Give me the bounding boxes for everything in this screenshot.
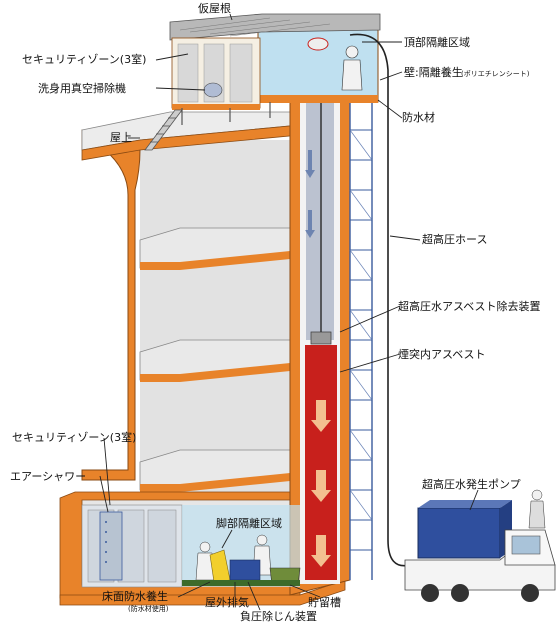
security-zone-bottom-rooms	[81, 504, 183, 588]
top-isolation-room	[257, 29, 379, 103]
worker-top-icon	[345, 45, 359, 59]
worker-bottom-1-icon	[199, 541, 211, 553]
label-air-shower: エアーシャワー	[10, 470, 86, 483]
label-asbestos-removal-device: 超高圧水アスベスト除去装置	[398, 299, 540, 313]
dust-collector-icon	[229, 559, 261, 581]
label-storage-tank: 貯留槽	[308, 596, 341, 609]
label-vacuum-cleaner: 洗身用真空掃除機	[38, 81, 126, 95]
flow-arrows	[311, 400, 331, 567]
label-outdoor-exhaust: 屋外排気	[205, 595, 249, 609]
label-base-isolation-area: 脚部隔離区域	[216, 516, 282, 530]
label-wall-curing-note: (ポリエチレンシート)	[461, 70, 530, 78]
pump-truck	[404, 489, 556, 602]
labels: 仮屋根 セキュリティゾーン(3室) 洗身用真空掃除機 屋上 頂部隔離区域 壁:隔…	[10, 1, 540, 623]
label-wall-curing: 壁:隔離養生	[404, 65, 463, 79]
floor-slabs	[139, 227, 301, 492]
label-top-isolation-area: 頂部隔離区域	[404, 35, 470, 49]
ground-slab	[59, 579, 346, 606]
label-rooftop: 屋上	[110, 131, 132, 144]
label-ultra-high-pressure-hose: 超高圧ホース	[422, 232, 487, 246]
label-security-zone-top: セキュリティゾーン(3室)	[22, 52, 146, 66]
label-floor-curing-note: (防水材使用)	[128, 604, 169, 613]
left-outer-wall	[81, 129, 141, 481]
removal-device	[310, 100, 332, 345]
label-negative-pressure-dust-collector: 負圧除じん装置	[240, 609, 317, 623]
high-pressure-hose	[349, 33, 411, 567]
label-waterproof-material: 防水材	[402, 110, 435, 124]
scaffold	[349, 100, 373, 580]
chimney	[289, 79, 351, 596]
air-shower-icon	[99, 511, 123, 581]
truck-wheel-icon	[521, 584, 539, 602]
vacuum-cleaner-icon	[203, 82, 223, 98]
floor-curing	[182, 580, 300, 586]
temporary-roof	[169, 13, 381, 41]
label-pump: 超高圧水発生ポンプ	[422, 477, 521, 491]
security-zone-top-room	[171, 37, 261, 110]
label-temporary-roof: 仮屋根	[198, 1, 231, 15]
label-security-zone-bottom: セキュリティゾーン(3室)	[12, 430, 136, 444]
air-flow-arrows	[305, 150, 315, 238]
operator-icon	[531, 489, 543, 501]
roof-posts	[181, 102, 271, 125]
base-isolation-room	[182, 505, 301, 587]
label-chimney-asbestos: 煙突内アスベスト	[398, 347, 485, 361]
pump-unit-icon	[417, 507, 501, 559]
leader-lines	[99, 13, 479, 611]
label-floor-curing: 床面防水養生	[102, 589, 168, 603]
truck-wheel-icon	[421, 584, 439, 602]
worker-bottom-2-icon	[256, 534, 268, 546]
upper-interior-wall	[140, 140, 300, 500]
truck-wheel-icon	[451, 584, 469, 602]
